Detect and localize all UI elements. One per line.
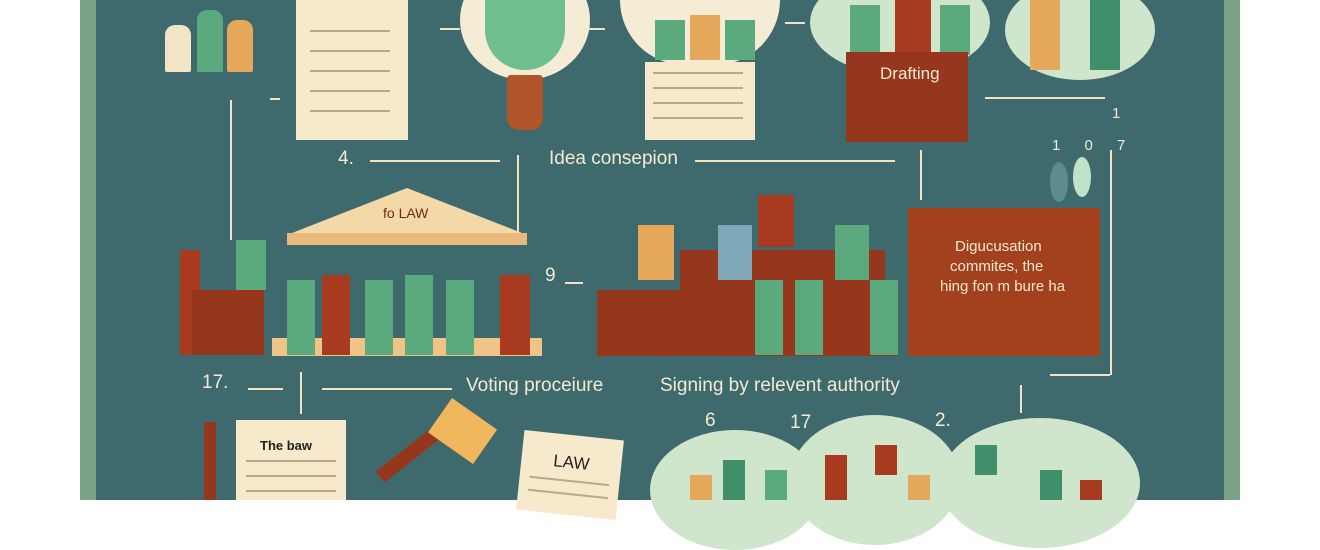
person bbox=[908, 475, 930, 500]
step-9: 9 bbox=[545, 265, 556, 286]
discussion-line-3: hing fon m bure ha bbox=[940, 278, 1066, 295]
person bbox=[405, 275, 433, 355]
arrow bbox=[585, 28, 605, 30]
lectern bbox=[192, 290, 264, 355]
discussion-line-1: Digucusation bbox=[955, 238, 1042, 255]
person bbox=[723, 460, 745, 500]
chess-pieces bbox=[165, 10, 255, 72]
person bbox=[765, 470, 787, 500]
document-notes bbox=[645, 62, 755, 140]
step-17b: 17 bbox=[790, 412, 812, 433]
step-4: 4. bbox=[338, 148, 354, 169]
person bbox=[825, 455, 847, 500]
arrow bbox=[785, 22, 805, 24]
person bbox=[1030, 0, 1060, 70]
discussion-line-2: commites, the bbox=[950, 258, 1044, 275]
person bbox=[870, 280, 898, 355]
person bbox=[835, 225, 869, 280]
person bbox=[755, 280, 783, 355]
person bbox=[718, 225, 752, 280]
arrow bbox=[1110, 150, 1112, 375]
lightbulb-icon bbox=[460, 0, 590, 135]
person bbox=[1090, 0, 1120, 70]
leaf-icon bbox=[1050, 162, 1068, 202]
arrow bbox=[985, 97, 1105, 99]
person bbox=[322, 275, 350, 355]
law-paper-title: LAW bbox=[552, 451, 591, 474]
person bbox=[236, 240, 266, 290]
drafting-label: Drafting bbox=[880, 64, 940, 83]
step-17: 17. bbox=[202, 372, 229, 393]
person bbox=[287, 280, 315, 355]
step-6: 6 bbox=[705, 410, 716, 431]
law-document: The baw bbox=[236, 420, 346, 500]
person bbox=[725, 20, 755, 60]
voting-procedure-label: Voting proceiure bbox=[466, 375, 604, 396]
arrow bbox=[270, 98, 280, 100]
signing-label: Signing by relevent authority bbox=[660, 375, 900, 396]
crowd-cloud bbox=[790, 415, 960, 545]
person bbox=[690, 475, 712, 500]
person bbox=[940, 5, 970, 55]
number-1: 1 bbox=[1112, 105, 1121, 122]
person bbox=[1040, 470, 1062, 500]
person bbox=[500, 275, 530, 355]
arrow bbox=[440, 28, 460, 30]
arrow bbox=[920, 150, 922, 200]
drafting-podium bbox=[846, 52, 968, 142]
number-107: 1 0 7 bbox=[1052, 137, 1136, 154]
person bbox=[975, 445, 997, 475]
arrow bbox=[565, 282, 583, 284]
law-paper: LAW bbox=[516, 429, 624, 521]
council-desk bbox=[597, 290, 897, 356]
arrow bbox=[1050, 374, 1110, 376]
temple-label: fo LAW bbox=[383, 205, 429, 221]
pen-icon bbox=[204, 422, 216, 500]
arrow bbox=[695, 160, 895, 162]
arrow bbox=[1020, 385, 1022, 413]
arrow bbox=[230, 100, 232, 240]
person bbox=[365, 280, 393, 355]
arrow bbox=[370, 160, 500, 162]
arrow bbox=[300, 372, 302, 414]
person bbox=[875, 445, 897, 475]
person bbox=[758, 195, 794, 247]
arrow bbox=[248, 388, 283, 390]
arrow bbox=[322, 388, 452, 390]
person bbox=[850, 5, 880, 55]
person bbox=[895, 0, 931, 55]
document-top bbox=[296, 0, 408, 140]
person bbox=[655, 20, 685, 60]
person bbox=[795, 280, 823, 355]
step-2: 2. bbox=[935, 410, 951, 431]
person bbox=[1080, 480, 1102, 500]
person bbox=[446, 280, 474, 355]
discussion-board bbox=[908, 208, 1100, 356]
gavel-icon bbox=[375, 398, 500, 500]
document-title: The baw bbox=[260, 438, 313, 453]
idea-conception-label: Idea consepion bbox=[549, 148, 678, 169]
person bbox=[690, 15, 720, 60]
leaf-icon bbox=[1073, 157, 1091, 197]
person bbox=[638, 225, 674, 280]
